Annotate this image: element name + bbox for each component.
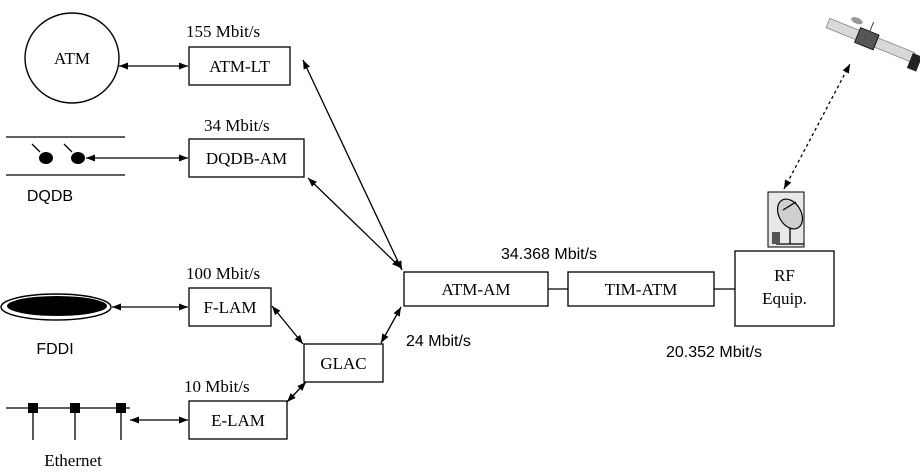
dqdb-label: DQDB [27,188,73,205]
ethernet-network [6,403,130,440]
link-dish-satellite [784,64,850,189]
rate-rf-link: 20.352 Mbit/s [666,344,762,361]
rate-dqdb: 34 Mbit/s [204,116,270,135]
link-glac-atmam [381,307,401,343]
link-elam-glac [287,382,306,402]
glac-label: GLAC [320,354,366,373]
e-lam-label: E-LAM [211,411,265,430]
rate-glac-link: 24 Mbit/s [406,333,471,350]
fddi-label: FDDI [36,341,73,358]
atm-network-label: ATM [54,49,90,68]
satellite-icon [823,6,920,71]
satellite-dish-icon [768,192,808,247]
rate-ethernet: 10 Mbit/s [184,377,250,396]
atm-lt-label: ATM-LT [209,57,270,76]
dqdb-network [6,137,125,175]
atm-am-label: ATM-AM [442,280,511,299]
rate-fddi: 100 Mbit/s [186,264,260,283]
dqdb-am-label: DQDB-AM [206,149,287,168]
rf-equip-label-2: Equip. [762,289,807,308]
rf-equip-label-1: RF [774,266,795,285]
link-atmlt-atmam [303,60,402,270]
rate-atm: 155 Mbit/s [186,22,260,41]
link-flam-glac [272,306,303,344]
link-dqdbam-atmam [308,178,401,268]
rate-tim-link: 34.368 Mbit/s [501,246,597,263]
f-lam-label: F-LAM [204,298,257,317]
fddi-ring-icon [1,294,111,320]
dqdb-station-icon [32,144,85,164]
ethernet-label: Ethernet [44,451,102,470]
tim-atm-label: TIM-ATM [605,280,678,299]
